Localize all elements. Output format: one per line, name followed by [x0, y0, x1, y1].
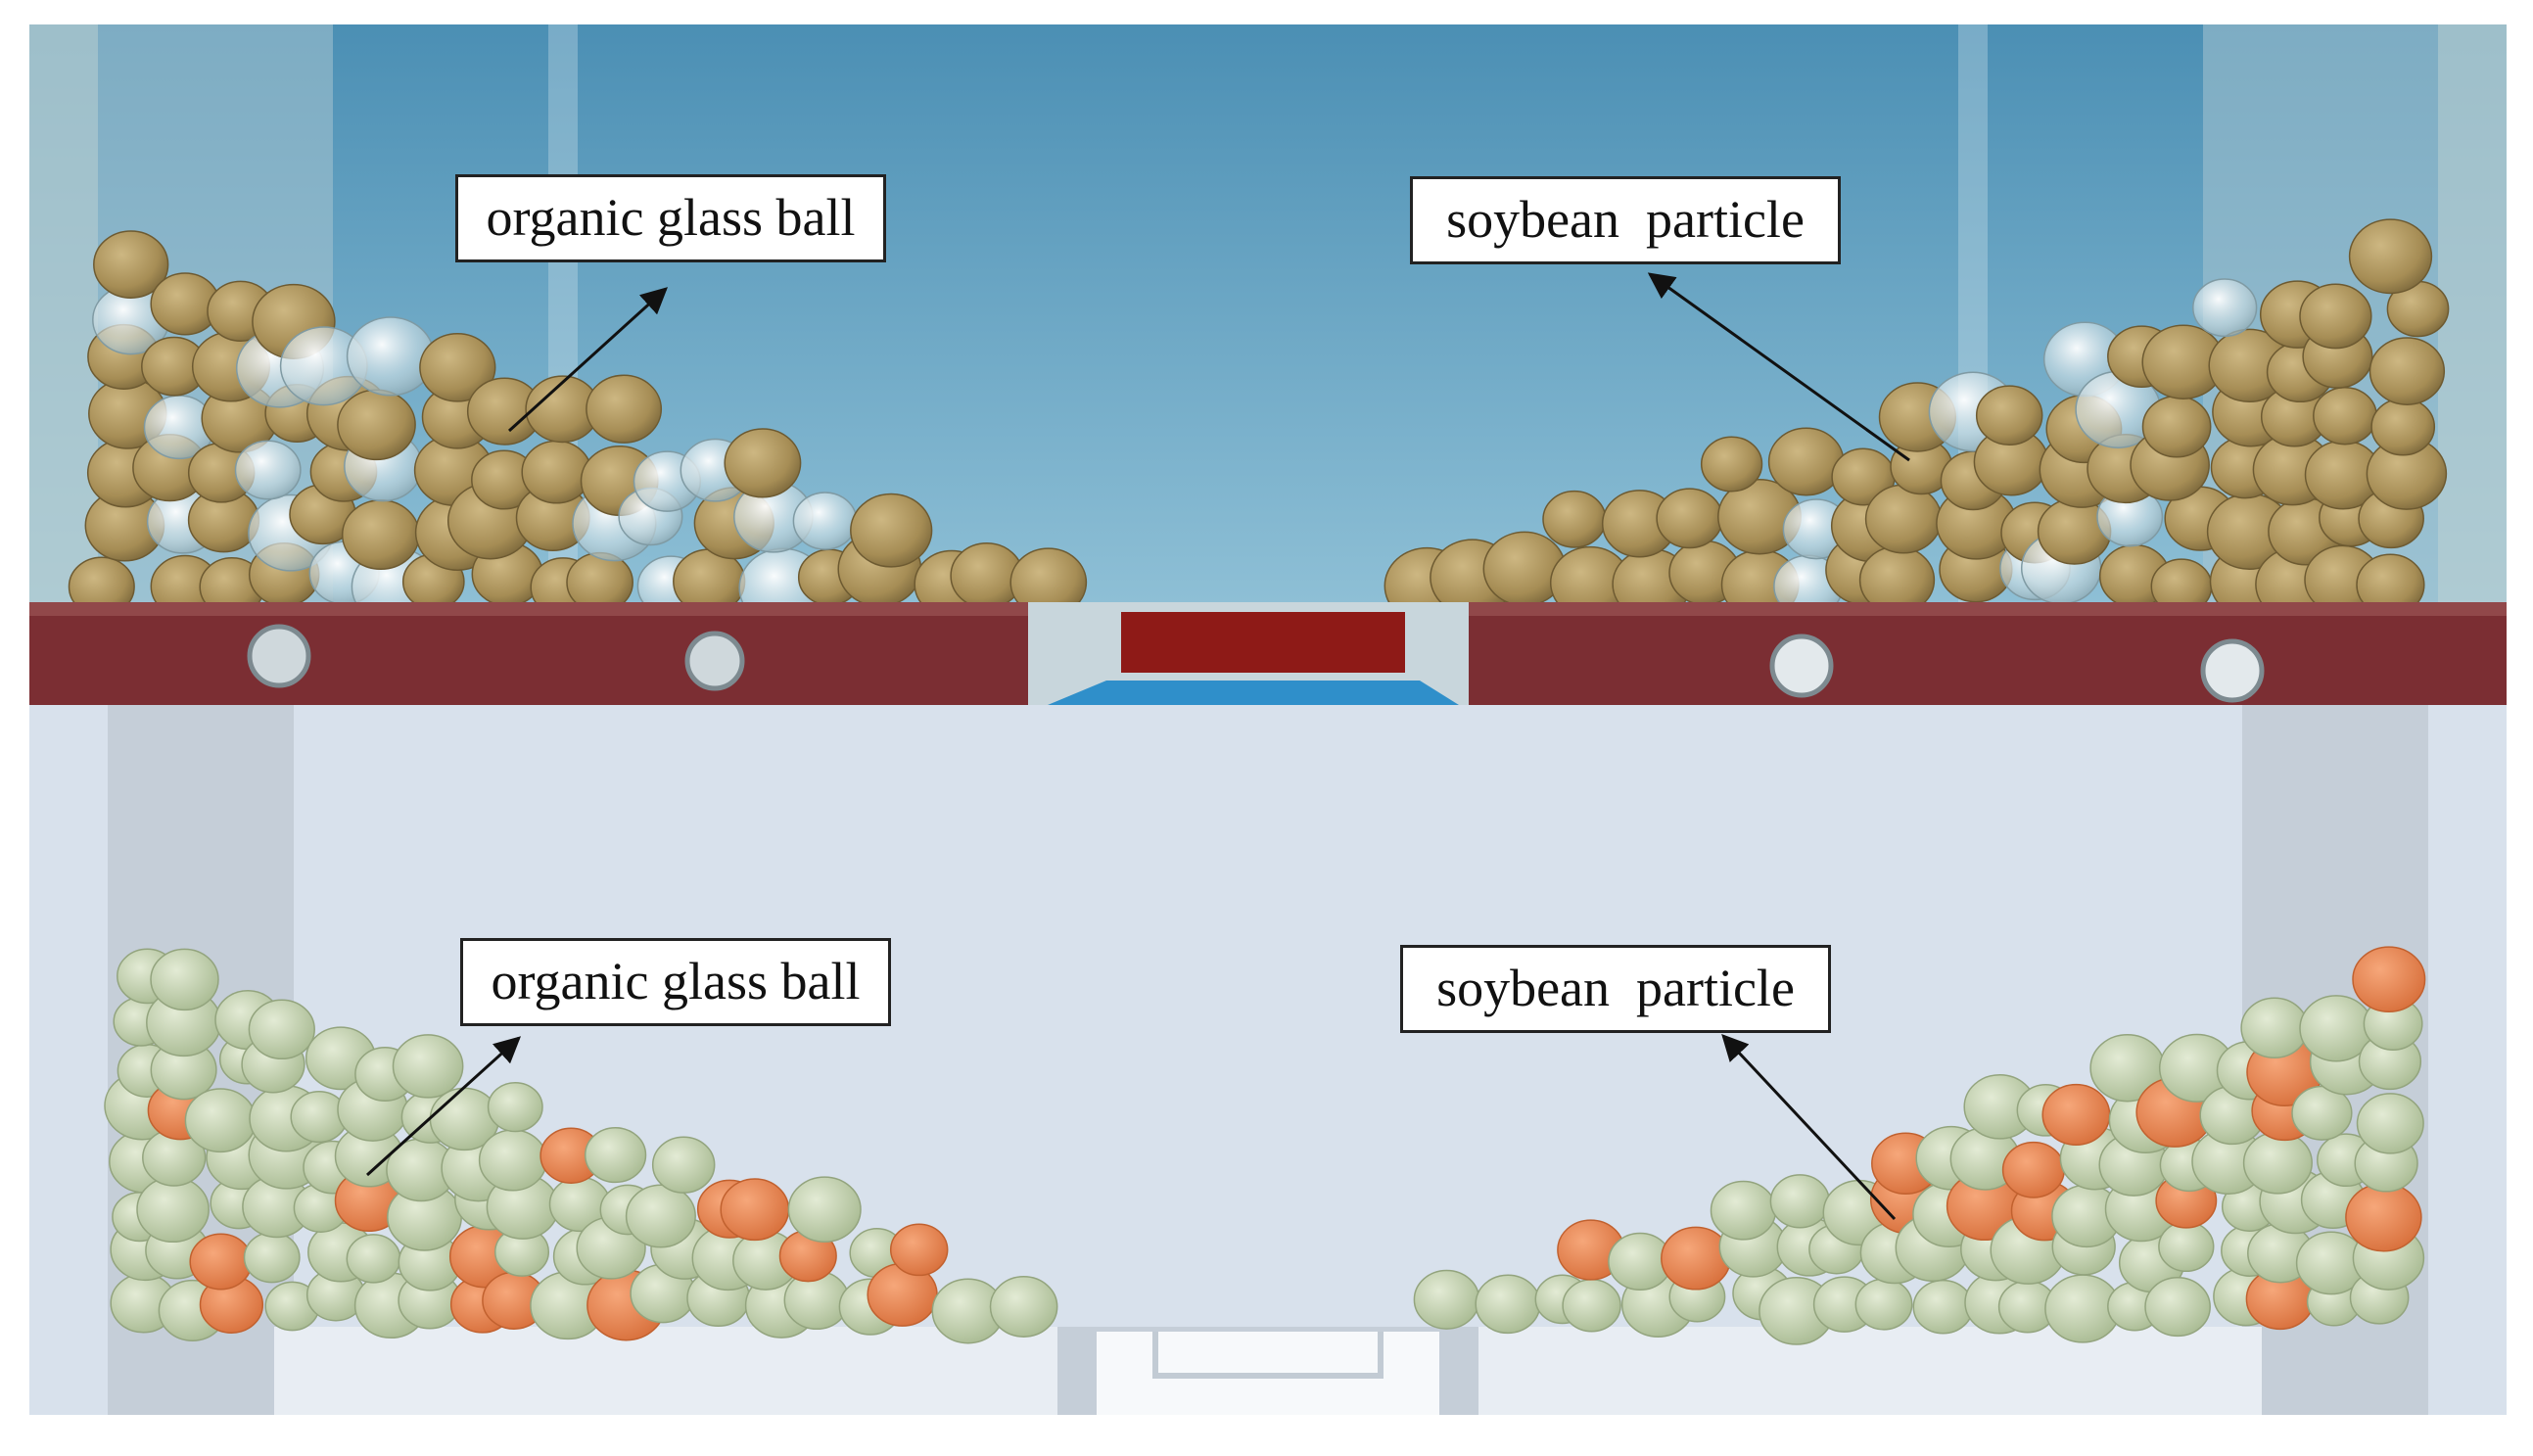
particle-a — [1710, 1180, 1777, 1241]
bolt — [1769, 634, 1834, 698]
base-plate-right — [1469, 602, 2507, 705]
particle-a — [584, 1127, 647, 1184]
particle-a — [2369, 337, 2446, 405]
particle-a — [1975, 385, 2043, 446]
particle-a — [2240, 997, 2309, 1059]
particle-b — [234, 440, 302, 500]
particle-a — [1769, 1174, 1830, 1229]
tank-wall-left — [29, 24, 98, 612]
top-label-organic-glass-ball: organic glass ball — [455, 174, 886, 262]
particle-a — [337, 389, 416, 461]
particle-a — [487, 1081, 543, 1133]
particle-a — [1656, 488, 1723, 549]
particle-a — [346, 1234, 401, 1284]
particle-b — [2192, 278, 2258, 338]
bottom-label-organic-glass-ball: organic glass ball — [460, 938, 891, 1026]
bolts — [247, 624, 2265, 703]
sim-particle-pile — [104, 946, 2426, 1345]
particle-a — [2313, 386, 2377, 446]
particle-a — [478, 1129, 547, 1192]
particle-a — [419, 332, 496, 402]
sim-slot-outline — [1152, 1332, 1384, 1379]
particle-a — [2356, 1093, 2424, 1154]
particle-a — [1912, 1279, 1974, 1335]
particle-b — [346, 316, 435, 397]
particle-b — [2001, 1141, 2065, 1198]
particle-a — [184, 1088, 257, 1153]
particle-a — [1854, 1278, 1913, 1331]
bottom-panel-simulation — [29, 705, 2507, 1415]
particle-b — [1661, 1226, 1731, 1291]
particle-a — [1413, 1269, 1480, 1330]
particle-a — [850, 493, 933, 568]
particle-a — [1767, 427, 1845, 496]
bolt — [684, 631, 745, 691]
particle-a — [521, 440, 592, 504]
particle-a — [1700, 436, 1763, 493]
particle-b — [2041, 1083, 2111, 1146]
particle-a — [1864, 484, 1943, 554]
particle-a — [93, 230, 169, 299]
particle-b — [720, 1178, 790, 1242]
center-slot-blue — [1048, 681, 1459, 705]
particle-a — [651, 1136, 716, 1194]
bolt — [2200, 638, 2265, 703]
center-slot-red — [1121, 612, 1405, 673]
particle-a — [2348, 218, 2433, 295]
particle-a — [248, 999, 315, 1060]
particle-a — [136, 1176, 210, 1244]
top-arrow-right — [1647, 272, 1910, 462]
particle-a — [2370, 398, 2436, 456]
particle-a — [1475, 1274, 1541, 1335]
particle-b — [2352, 946, 2426, 1013]
particle-a — [2242, 1131, 2313, 1195]
particle-a — [625, 1184, 696, 1248]
tank-wall-right — [2438, 24, 2507, 612]
particle-a — [586, 374, 663, 444]
top-particle-pile — [68, 218, 2450, 628]
particle-a — [2141, 395, 2212, 458]
bottom-arrow-left — [365, 1036, 522, 1177]
particle-a — [150, 948, 219, 1011]
particle-a — [243, 1232, 301, 1284]
particle-a — [1562, 1278, 1621, 1333]
particle-b — [889, 1223, 949, 1277]
particle-a — [1542, 490, 1607, 548]
top-arrow-left — [507, 287, 669, 433]
top-label-soybean-particle: soybean particle — [1410, 176, 1841, 264]
particle-a — [989, 1276, 1058, 1338]
particle-a — [341, 499, 420, 571]
particle-a — [392, 1034, 464, 1099]
particle-a — [724, 428, 802, 498]
particle-b — [2345, 1182, 2422, 1252]
particle-a — [2299, 283, 2372, 350]
particle-a — [2158, 1221, 2215, 1273]
sim-floor-left — [274, 1327, 1057, 1415]
particle-a — [787, 1176, 862, 1244]
particle-b — [189, 1233, 253, 1291]
particle-a — [2144, 1277, 2211, 1338]
bolt — [247, 624, 311, 688]
particle-b — [792, 492, 858, 550]
bottom-arrow-right — [1721, 1034, 1897, 1221]
top-panel-photo — [29, 24, 2507, 705]
bottom-label-soybean-particle: soybean particle — [1400, 945, 1831, 1033]
sim-floor-right — [1478, 1327, 2262, 1415]
base-plate-left — [29, 602, 1028, 705]
